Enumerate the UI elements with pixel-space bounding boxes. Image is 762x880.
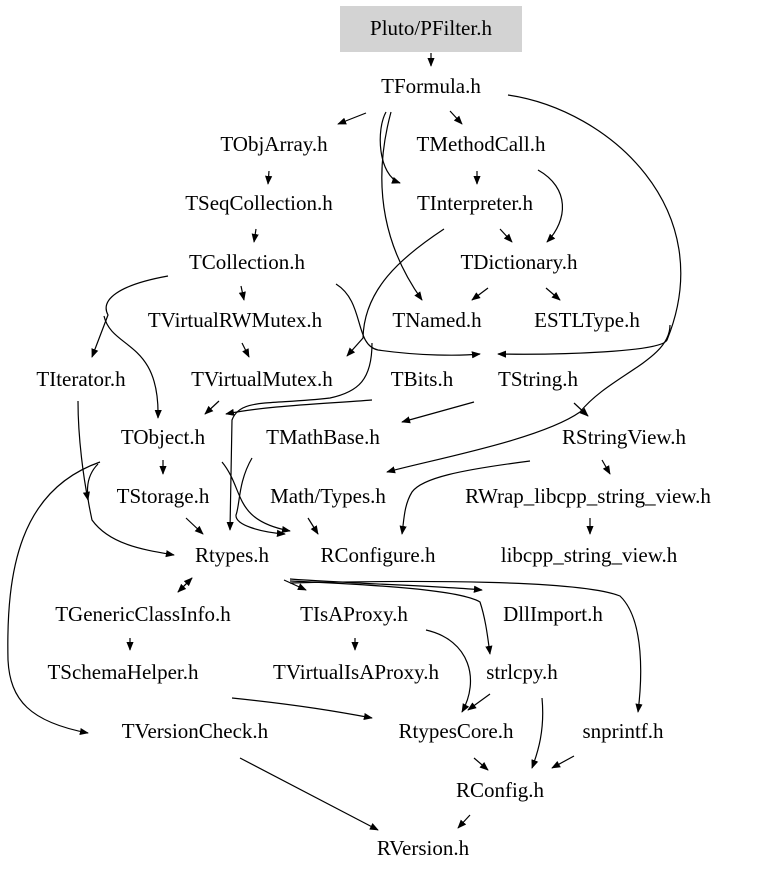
edge-snprintf-rconfig [551,755,575,769]
edge-tformula-tobjarray [337,112,367,125]
edge-tstorage-rtypes [185,517,204,535]
node-tdictionary: TDictionary.h [460,250,578,274]
edge-tobjarray-tseqcollection [265,170,273,185]
node-tnamed: TNamed.h [392,308,482,332]
node-pfilter: Pluto/PFilter.h [370,16,492,40]
node-tobjarray: TObjArray.h [220,132,328,156]
edge-rtypescore-rconfig [473,757,489,771]
edge-rstringview-rconfigure [399,460,531,535]
node-estltype: ESTLType.h [534,308,640,332]
node-tinterpreter: TInterpreter.h [417,191,534,215]
edge-tstring-mathtypes [386,324,671,474]
edge-tcollection-tvirtualrwmutex [238,285,246,301]
node-rtypescore: RtypesCore.h [399,719,514,743]
edge-rtypes-strlcpy [289,580,493,655]
node-tgenericclassinfo: TGenericClassInfo.h [55,602,231,626]
edge-rtypes-snprintf [289,580,643,713]
node-tschemahelper: TSchemaHelper.h [47,660,199,684]
edge-tinterpreter-tdictionary [499,228,513,243]
edge-tdictionary-estltype [545,287,561,301]
edge-tstring-tmathbase [401,401,475,424]
edge-titerator-rtypes [77,400,90,501]
edge-tformula-tnamed [381,111,423,301]
edge-tformula-tinterpreter [379,111,401,184]
edge-tbits-tobject [225,399,373,416]
node-titerator: TIterator.h [36,367,126,391]
node-rversion: RVersion.h [377,836,470,860]
node-strlcpy: strlcpy.h [486,660,558,684]
node-tstring: TString.h [498,367,578,391]
edge-rtypes-dllimport [289,578,483,593]
edge-tmathbase-rtypes [235,457,286,537]
edge-tschemahelper-rtypescore [231,697,373,721]
node-tisaproxy: TIsAProxy.h [300,602,408,626]
node-tobject: TObject.h [121,425,206,449]
node-rtypes: Rtypes.h [195,543,270,567]
node-dllimport: DllImport.h [503,602,603,626]
edge-tinterpreter-tvirtualmutex [346,228,445,357]
node-tseqcollection: TSeqCollection.h [185,191,333,215]
node-tformula: TFormula.h [381,74,481,98]
edge-tvirtualrwmutex-tvirtualmutex [241,342,250,358]
edge-tstring-rstringview [573,402,589,417]
node-tbits: TBits.h [391,367,454,391]
edge-tgenericclassinfo-rtypes [177,577,193,593]
edge-tnamed-tobject [226,342,373,531]
node-tmethodcall: TMethodCall.h [417,132,546,156]
edge-tseqcollection-tcollection [251,228,259,243]
edges [7,53,682,831]
edge-tobject-rtypes [86,463,175,558]
node-tvirtualisaproxy: TVirtualIsAProxy.h [273,660,439,684]
edge-tobject-tversioncheck [7,461,101,736]
edge-tcollection-tstring [335,283,481,359]
edge-mathtypes-rconfigure [307,517,319,535]
edge-rconfig-rversion [457,814,471,829]
edge-tobject-rconfigure [221,461,291,534]
node-libcpp: libcpp_string_view.h [501,543,678,567]
root-node-box [340,6,522,52]
edge-tcollection-titerator [91,275,169,358]
node-rconfig: RConfig.h [456,778,545,802]
node-rwrap: RWrap_libcpp_string_view.h [465,484,711,508]
node-tcollection: TCollection.h [189,250,306,274]
edge-tformula-tmethodcall [449,110,463,125]
edge-tcollection-tobject [103,315,162,419]
edge-tformula-tstring [497,94,682,358]
edge-tisaproxy-rtypescore [425,629,472,713]
edge-strlcpy-rconfig [531,697,544,769]
node-tmathbase: TMathBase.h [266,425,380,449]
edge-rtypes-tisaproxy [283,579,307,591]
node-mathtypes: Math/Types.h [270,484,386,508]
node-tvirtualmutex: TVirtualMutex.h [191,367,333,391]
edge-strlcpy-rtypescore [467,693,491,711]
edge-tversioncheck-rversion [239,757,379,831]
node-tvirtualrwmutex: TVirtualRWMutex.h [148,308,323,332]
node-snprintf: snprintf.h [582,719,664,743]
edge-rstringview-rwrap [601,459,611,475]
nodes: Pluto/PFilter.h TFormula.h TObjArray.h T… [36,16,711,860]
edge-tvirtualmutex-tobject [204,400,220,415]
node-tversioncheck: TVersionCheck.h [122,719,269,743]
edge-tmethodcall-tdictionary [537,169,563,243]
node-rstringview: RStringView.h [562,425,686,449]
node-tstorage: TStorage.h [117,484,210,508]
edge-tdictionary-tnamed [471,287,489,301]
node-rconfigure: RConfigure.h [321,543,436,567]
